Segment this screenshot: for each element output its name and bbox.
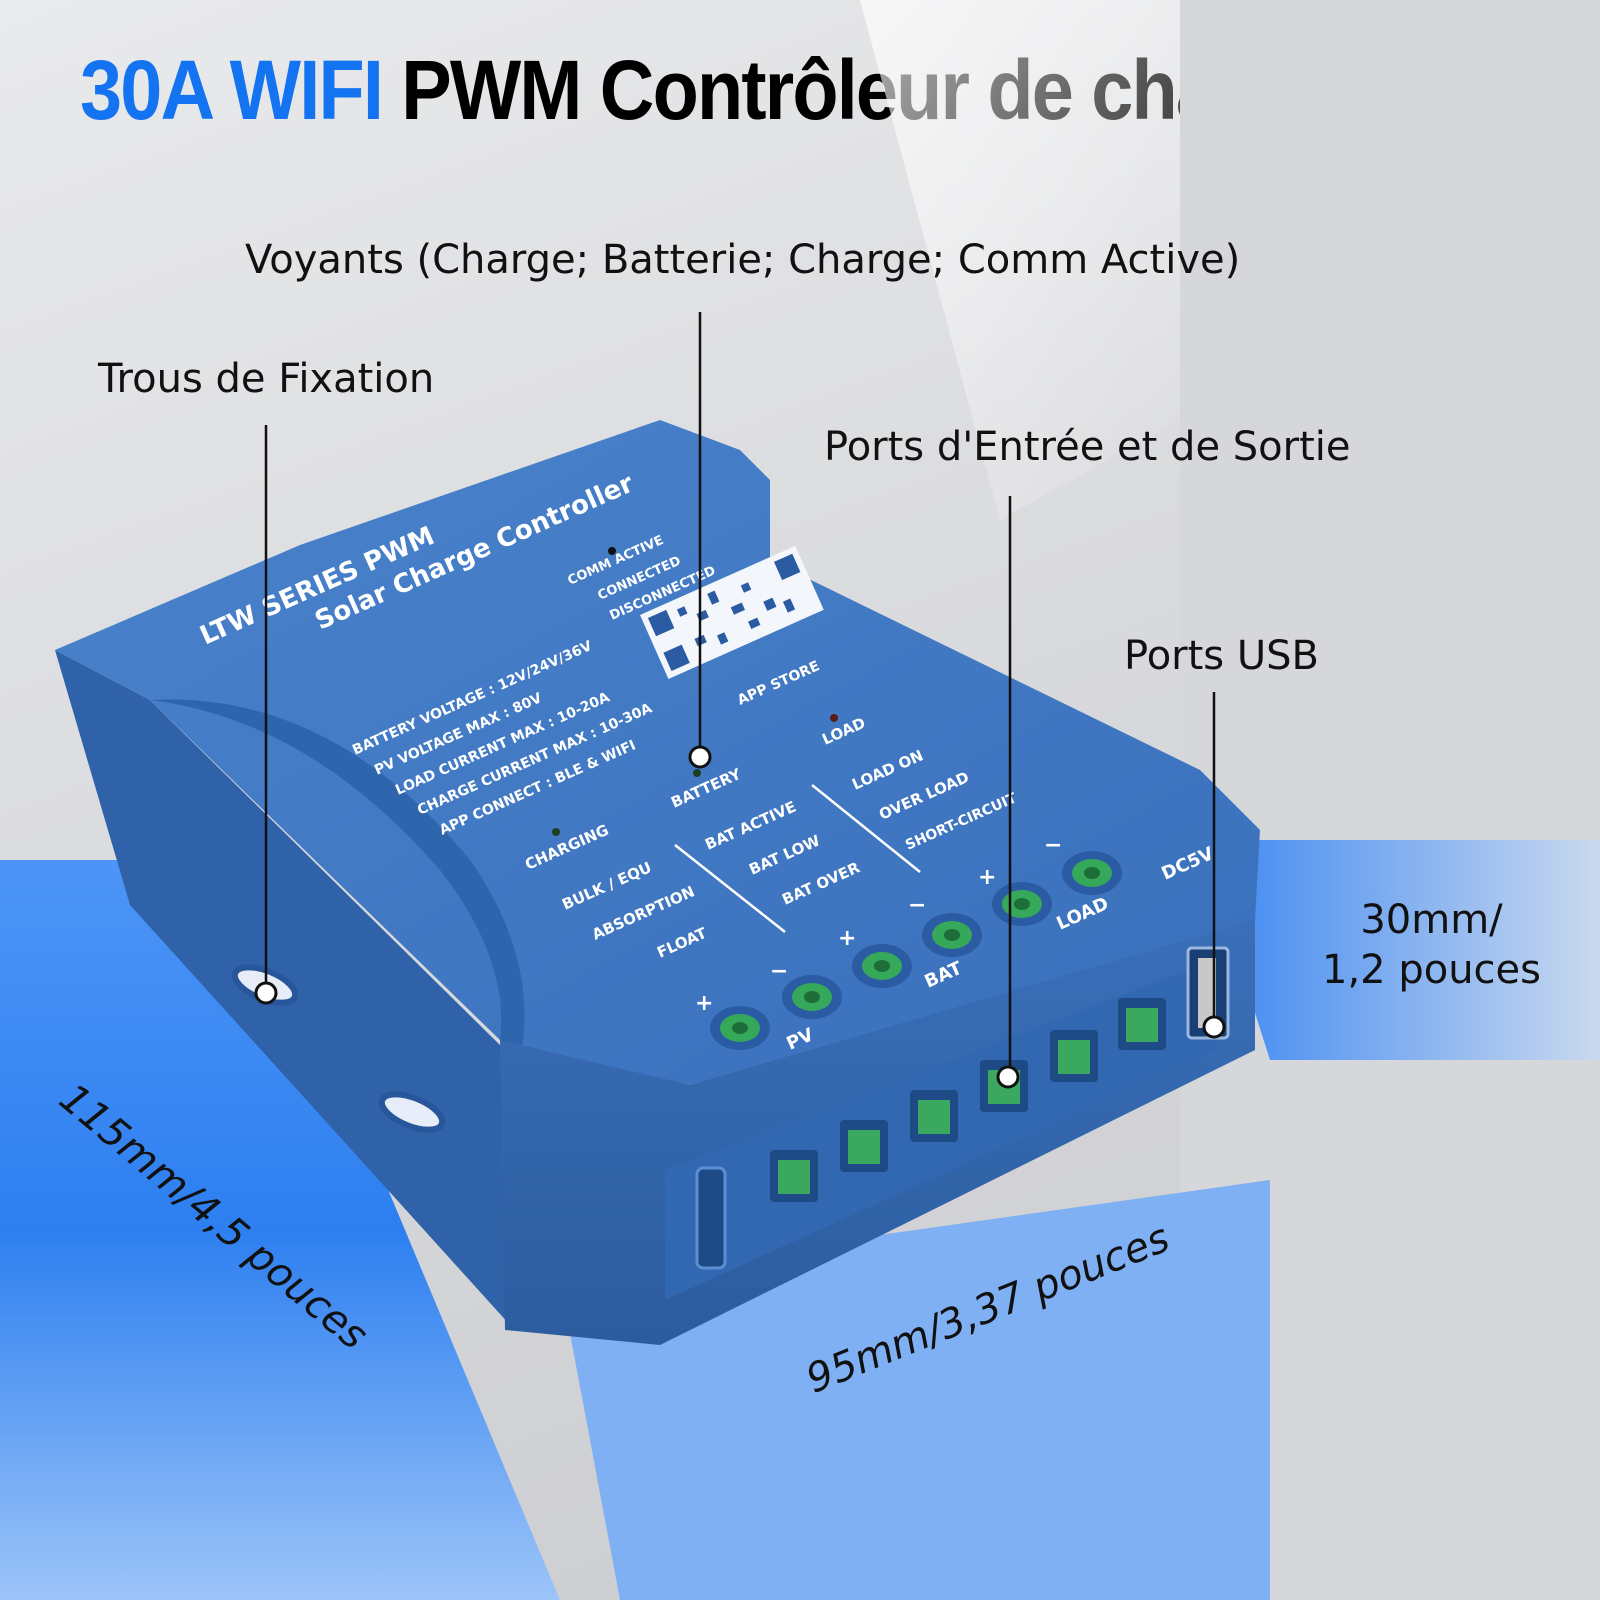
dimension-height-line1: 30mm/ [1360,897,1503,943]
pv-minus: − [770,959,788,984]
callout-io-ports: Ports d'Entrée et de Sortie [824,424,1351,470]
pv-plus: + [695,991,713,1016]
load-minus: − [1044,833,1062,858]
mounting-hole-2 [378,1091,446,1133]
top-screw-terminals [710,851,1122,1050]
screw-terminal [922,913,982,957]
callout-usb-ports: Ports USB [1124,633,1319,679]
screw-terminal [852,944,912,988]
light-beam [860,0,1180,520]
dimension-height: 30mm/ 1,2 pouces [1322,895,1541,995]
callout-mounting-holes: Trous de Fixation [98,356,435,402]
vent-slot [695,1166,727,1270]
qr-code [640,545,824,679]
screw-terminal [992,882,1052,926]
callout-indicators: Voyants (Charge; Batterie; Charge; Comm … [245,237,1241,283]
front-terminal [1118,998,1166,1050]
led-comm [608,547,616,555]
usb-port-inner [1198,958,1216,1028]
callout-pin [688,745,712,769]
bat-plus: + [838,926,856,951]
device-ridge [150,699,525,1060]
bat-minus: − [908,893,926,918]
headline-blue: 30A WIFI [80,43,384,137]
front-terminal [840,1120,888,1172]
load-plus: + [978,865,996,890]
callout-pin [1202,1015,1226,1039]
panel-divider [811,784,921,873]
screw-terminal [710,1006,770,1050]
led-charging [552,828,560,836]
led-battery [693,769,701,777]
screw-terminal [782,975,842,1019]
panel-divider [674,844,786,933]
front-terminals [770,998,1166,1202]
callout-pin [254,981,278,1005]
front-terminal [1050,1030,1098,1082]
led-load [830,714,838,722]
floor-right [1200,840,1600,1060]
front-terminal [910,1090,958,1142]
floor-left [0,860,560,1600]
callout-pin [996,1065,1020,1089]
dimension-height-line2: 1,2 pouces [1322,947,1541,993]
screw-terminal [1062,851,1122,895]
front-terminal [770,1150,818,1202]
